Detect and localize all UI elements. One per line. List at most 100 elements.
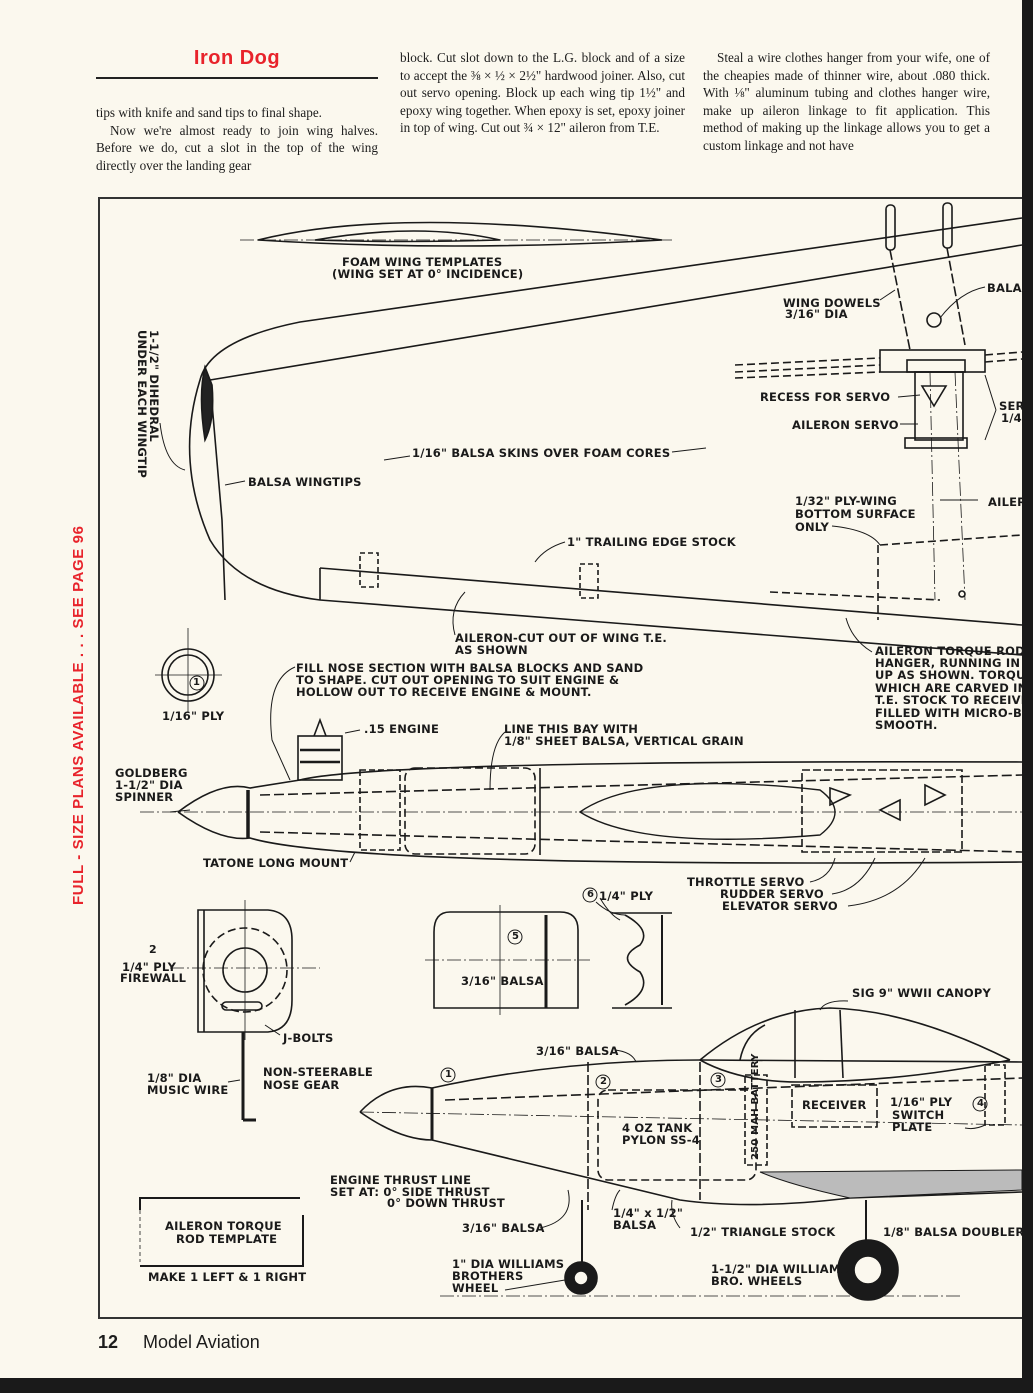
recess-servo-label: RECESS FOR SERVO [760, 390, 891, 404]
balsa-strip-sublabel: BALSA [613, 1218, 657, 1232]
scan-edge-bottom [0, 1378, 1033, 1393]
plans-frame [98, 197, 1022, 1319]
servo-rail-label: SER [999, 399, 1022, 413]
nose-wheel-label-1: 1" DIA WILLIAMS [452, 1257, 565, 1271]
part-number-1: 1 [193, 677, 201, 688]
balsa-skins-label: 1/16" BALSA SKINS OVER FOAM CORES [412, 446, 671, 460]
torque-rod-note-3: UP AS SHOWN. TORQUE [875, 668, 1022, 682]
former-6-label: 1/4" PLY [599, 889, 654, 903]
spinner-label-1: GOLDBERG [115, 766, 188, 780]
text-column-1: tips with knife and sand tips to final s… [96, 104, 378, 174]
dihedral-label: 1-1/2" DIHEDRAL [147, 330, 161, 442]
magazine-page: Iron Dog tips with knife and sand tips t… [0, 0, 1022, 1378]
magazine-name: Model Aviation [143, 1332, 260, 1352]
torque-rod-note-5: T.E. STOCK TO RECEIVE [875, 693, 1022, 707]
main-wheels-sublabel: BRO. WHEELS [711, 1274, 803, 1288]
side-leaders [504, 1000, 986, 1291]
make-left-right-label: MAKE 1 LEFT & 1 RIGHT [148, 1270, 307, 1284]
tatone-mount-label: TATONE LONG MOUNT [203, 856, 349, 870]
former-5-label: 3/16" BALSA [461, 974, 544, 988]
ply-wing-sublabel-2: ONLY [795, 520, 830, 534]
nose-wheel-label-3: WHEEL [452, 1281, 499, 1295]
paragraph: tips with knife and sand tips to final s… [96, 105, 322, 120]
ply-ring-part-1 [155, 628, 222, 712]
balance-label: BALA [987, 281, 1022, 295]
dihedral-sublabel: UNDER EACH WINGTIP [135, 330, 149, 479]
foam-wing-template [240, 221, 672, 247]
line-bay-sublabel: 1/8" SHEET BALSA, VERTICAL GRAIN [504, 734, 744, 748]
torque-template-sublabel: ROD TEMPLATE [176, 1232, 278, 1246]
part-number-4: 4 [977, 1098, 985, 1109]
part-number-3: 3 [715, 1074, 723, 1085]
j-bolts-label: J-BOLTS [283, 1031, 334, 1045]
foam-templates-sublabel: (WING SET AT 0° INCIDENCE) [332, 267, 524, 281]
canopy-label: SIG 9" WWII CANOPY [852, 986, 992, 1000]
wing-planform [188, 202, 1022, 656]
top-balsa-label: 3/16" BALSA [536, 1044, 619, 1058]
ply-wing-label: 1/32" PLY-WING [795, 494, 897, 508]
bottom-balsa-label: 3/16" BALSA [462, 1221, 545, 1235]
torque-rod-note-2: HANGER, RUNNING IN 3 [875, 656, 1022, 670]
fill-nose-note-2: TO SHAPE. CUT OUT OPENING TO SUIT ENGINE… [296, 673, 620, 687]
trailing-edge-label: 1" TRAILING EDGE STOCK [567, 535, 736, 549]
plans-drawing [139, 202, 1022, 1301]
balsa-doubler-label: 1/8" BALSA DOUBLER [883, 1225, 1022, 1239]
aileron-servo-label: AILERON SERVO [792, 418, 899, 432]
music-wire-label: 1/8" DIA [147, 1071, 202, 1085]
firewall-label: 1/4" PLY [122, 960, 177, 974]
part-number-1-side: 1 [445, 1069, 453, 1080]
firewall-sublabel: FIREWALL [120, 971, 187, 985]
nose-gear-label: NON-STEERABLE [263, 1065, 373, 1079]
spinner-label-2: 1-1/2" DIA [115, 778, 183, 792]
aileron-cut-sublabel: AS SHOWN [455, 643, 528, 657]
text-column-3: Steal a wire clothes hanger from your wi… [703, 49, 990, 155]
balsa-strip-label: 1/4" x 1/2" [613, 1206, 684, 1220]
main-wheels-label: 1-1/2" DIA WILLIAMS [711, 1262, 850, 1276]
torque-template-label: AILERON TORQUE [165, 1219, 282, 1233]
fill-nose-note-3: HOLLOW OUT TO RECEIVE ENGINE & MOUNT. [296, 685, 592, 699]
part-number-2-side: 2 [600, 1076, 608, 1087]
switch-plate-label: 1/16" PLY [890, 1095, 953, 1109]
switch-plate-sublabel-1: SWITCH [892, 1108, 945, 1122]
thrust-line-sublabel-2: 0° DOWN THRUST [387, 1196, 505, 1210]
receiver-label: RECEIVER [802, 1098, 867, 1112]
fuselage-side-view [359, 1007, 1022, 1301]
part-number-2: 2 [149, 943, 157, 956]
wing-dowels-sublabel: 3/16" DIA [785, 307, 848, 321]
nose-gear-sublabel: NOSE GEAR [263, 1078, 340, 1092]
fuselage-top-view [140, 717, 1022, 864]
aileron-cut-label: AILERON-CUT OUT OF WING T.E. [455, 631, 667, 645]
torque-rod-note-7: SMOOTH. [875, 718, 938, 732]
switch-plate-sublabel-2: PLATE [892, 1120, 933, 1134]
music-wire-sublabel: MUSIC WIRE [147, 1083, 229, 1097]
spinner-label-3: SPINNER [115, 790, 174, 804]
triangle-stock-label: 1/2" TRIANGLE STOCK [690, 1225, 836, 1239]
battery-label: 250 MAH BATTERY [750, 1053, 761, 1160]
part-number-5: 5 [512, 931, 520, 942]
firewall-part-2 [170, 900, 320, 1122]
tank-sublabel: PYLON SS-4 [622, 1133, 700, 1147]
thrust-line-sublabel-1: SET AT: 0° SIDE THRUST [330, 1185, 490, 1199]
torque-rod-note-4: WHICH ARE CARVED IN [875, 681, 1022, 695]
torque-rod-note-1: AILERON TORQUE ROD [875, 644, 1022, 658]
ply-116-label: 1/16" PLY [162, 709, 225, 723]
balsa-wingtips-label: BALSA WINGTIPS [248, 475, 362, 489]
scan-edge-right [1022, 0, 1033, 1393]
wing-dowels-label: WING DOWELS [783, 296, 881, 310]
servo-rail-sublabel: 1/4" [1001, 411, 1022, 425]
line-bay-label: LINE THIS BAY WITH [504, 722, 639, 736]
aileron-right-label: AILER [988, 495, 1022, 509]
paragraph: block. Cut slot down to the L.G. block a… [400, 50, 685, 136]
nose-wheel-label-2: BROTHERS [452, 1269, 524, 1283]
title-rule [96, 77, 378, 79]
ply-wing-sublabel-1: BOTTOM SURFACE [795, 507, 916, 521]
paragraph: Now we're almost ready to join wing halv… [96, 122, 378, 173]
text-column-2: block. Cut slot down to the L.G. block a… [400, 49, 685, 137]
former-part-5 [425, 905, 590, 1015]
torque-rod-template [139, 1197, 304, 1267]
article-title: Iron Dog [193, 47, 281, 69]
former-part-6 [582, 887, 672, 1009]
part-number-6: 6 [587, 889, 595, 900]
tank-label: 4 OZ TANK [622, 1121, 693, 1135]
throttle-servo-label: THROTTLE SERVO [687, 875, 805, 889]
